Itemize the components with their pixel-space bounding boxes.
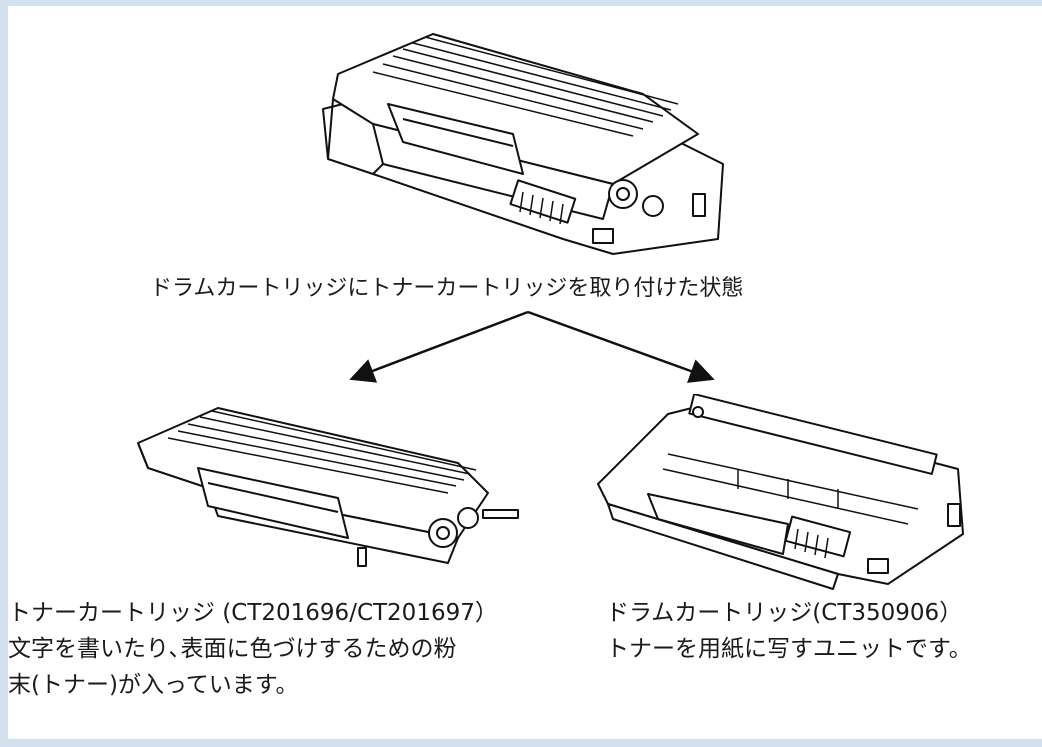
diagram-panel: ドラムカートリッジにトナーカートリッジを取り付けた状態 (8, 6, 1042, 739)
split-arrows (349, 310, 715, 383)
assembled-caption: ドラムカートリッジにトナーカートリッジを取り付けた状態 (150, 276, 744, 301)
toner-cartridge-illustration (137, 407, 519, 567)
toner-desc-line2: 末(トナー)が入っています。 (8, 672, 299, 698)
toner-title: トナーカートリッジ (CT201696/CT201697） (8, 600, 498, 626)
drum-desc: トナーを用紙に写すユニットです。 (606, 636, 972, 662)
arrow-to-toner (349, 310, 529, 383)
arrow-to-drum (527, 310, 715, 383)
assembled-cartridge-illustration (322, 33, 724, 255)
drum-title: ドラムカートリッジ(CT350906） (606, 600, 963, 626)
drum-cartridge-illustration (597, 394, 964, 590)
toner-desc-line1: 文字を書いたり､表面に色づけするための粉 (8, 636, 457, 662)
